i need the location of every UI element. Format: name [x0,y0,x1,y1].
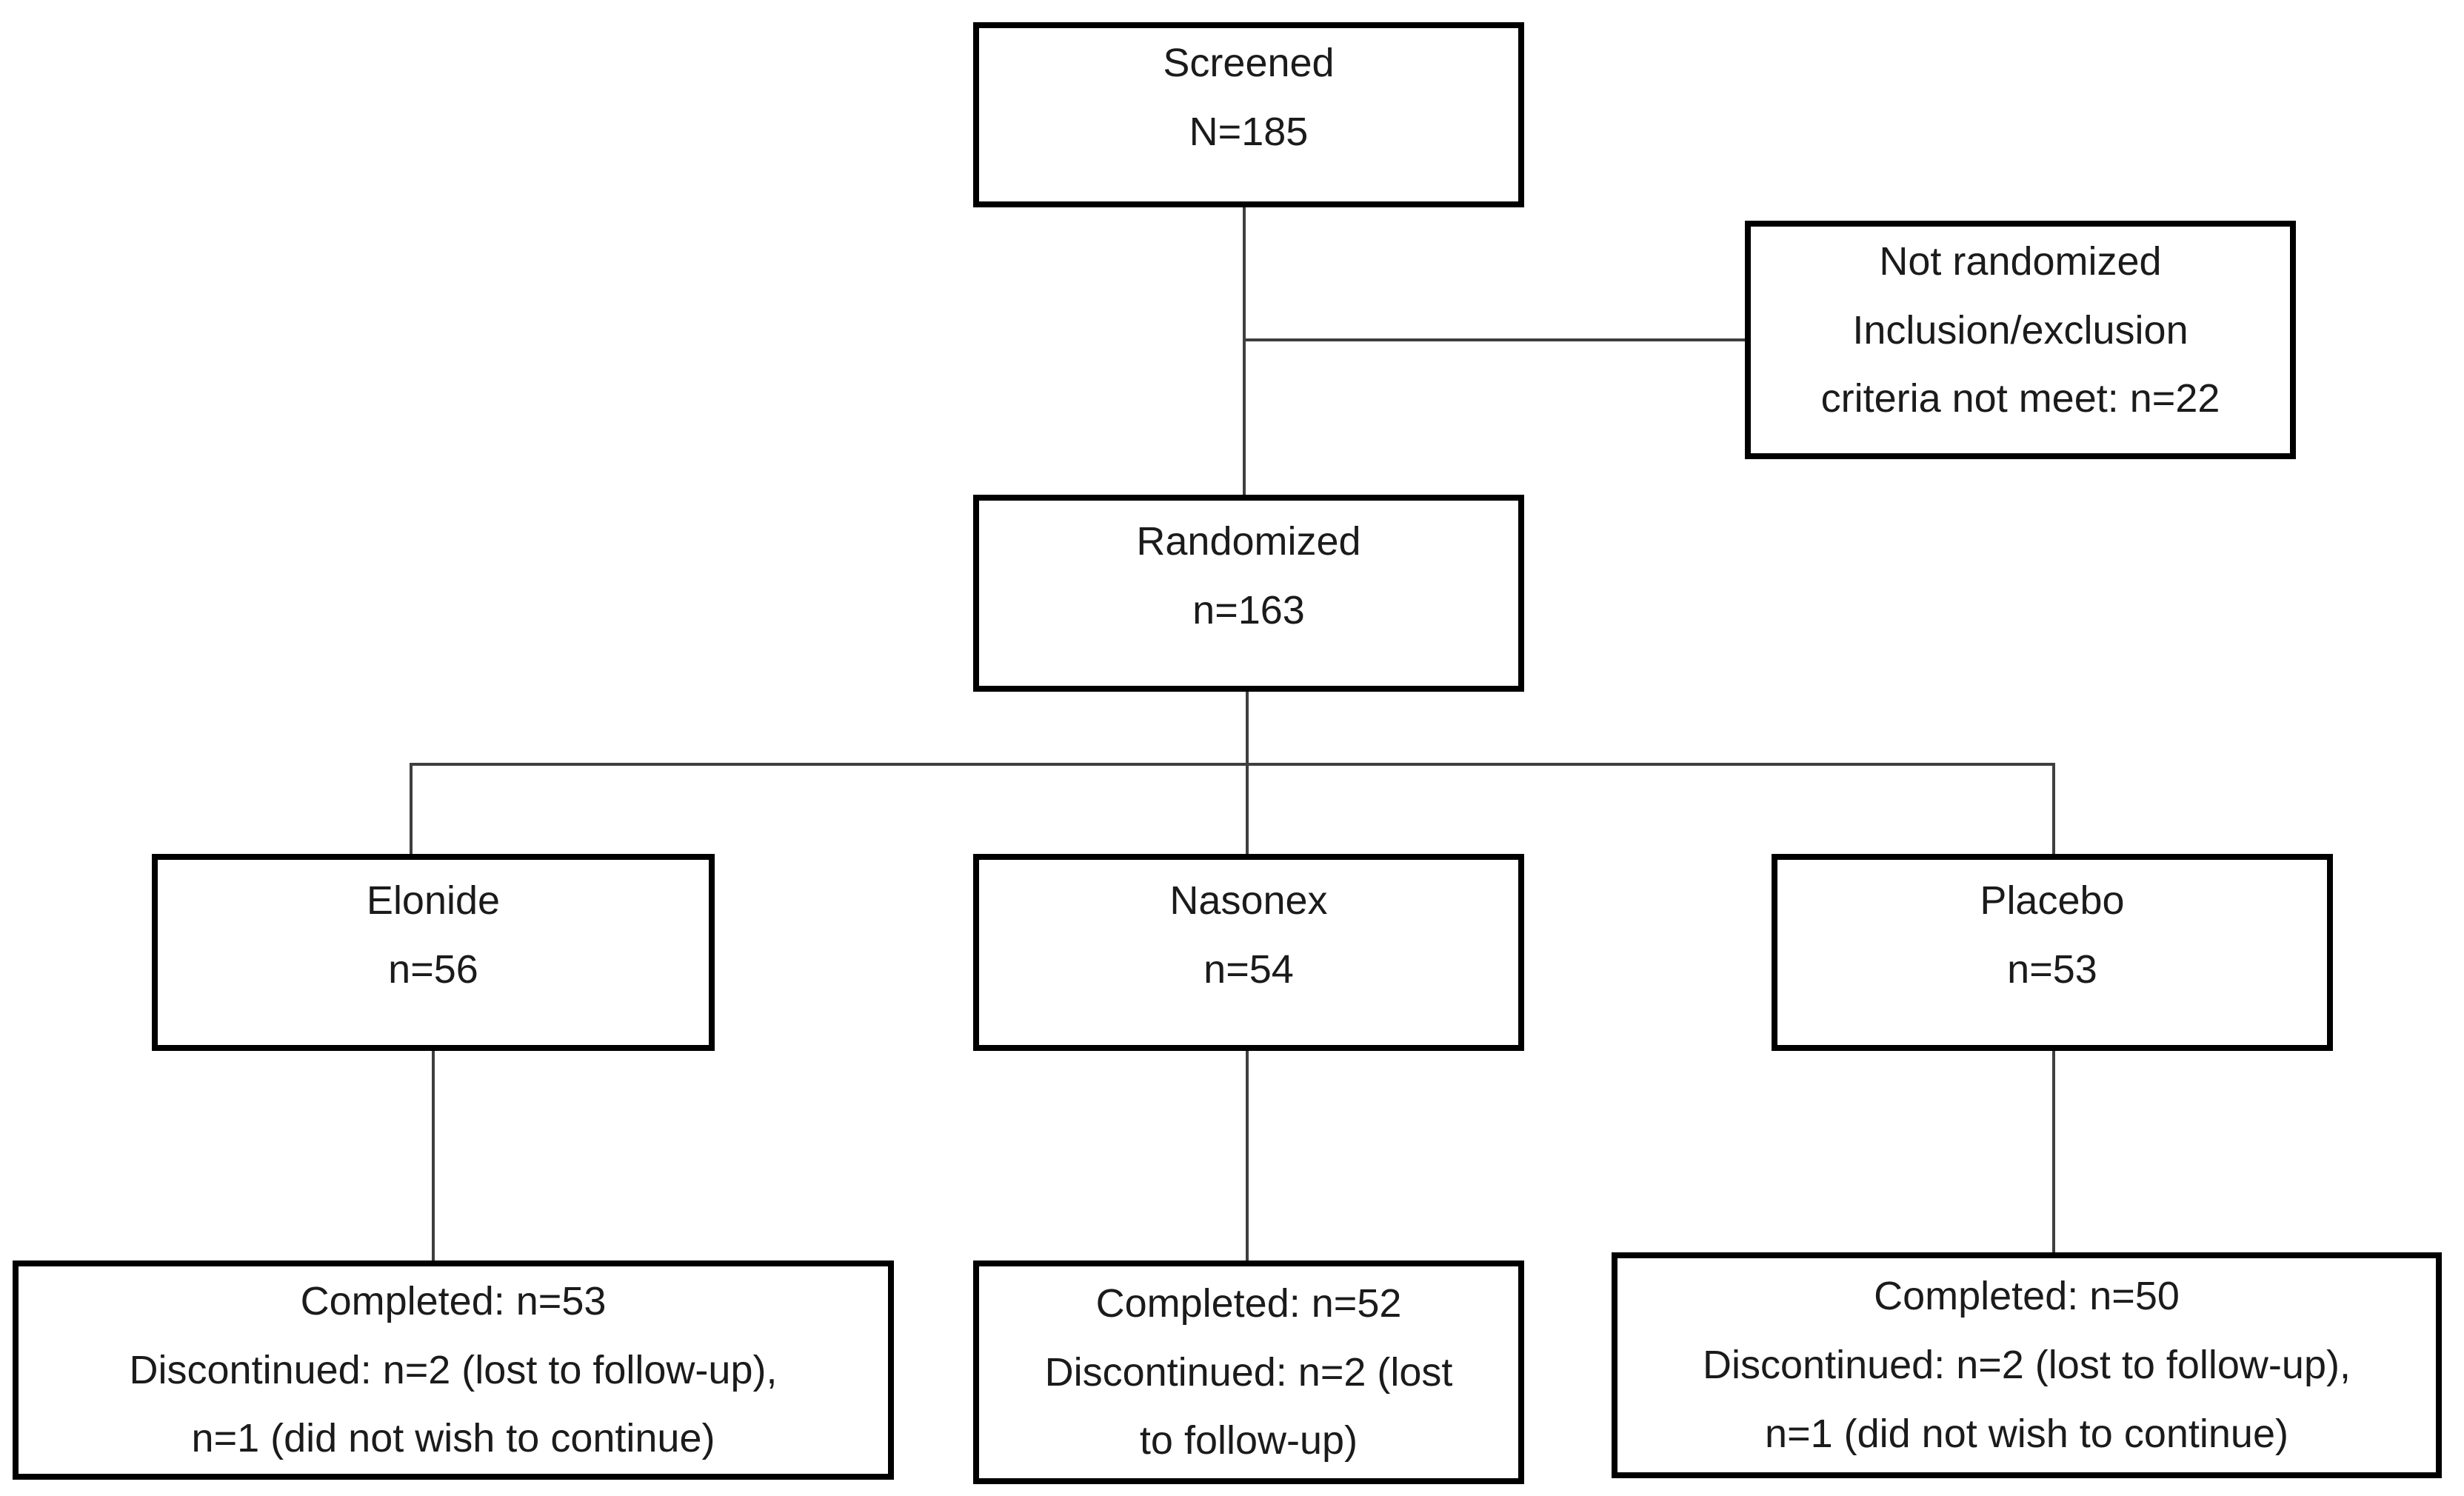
box-line: n=163 [1192,588,1305,632]
box-line: n=1 (did not wish to continue) [1765,1411,2288,1456]
box-line: criteria not meet: n=22 [1820,376,2220,421]
connector-randomized-to-branch [1246,690,1249,859]
box-line: Elonide [366,878,501,924]
box-line: Nasonex [1169,878,1328,924]
connector-screened-to-randomized [1243,206,1246,496]
outcome-placebo-box: Completed: n=50 Discontinued: n=2 (lost … [1612,1252,2442,1478]
outcome-nasonex-box: Completed: n=52 Discontinued: n=2 (lost … [973,1260,1524,1484]
not-randomized-box: Not randomized Inclusion/exclusion crite… [1745,221,2296,459]
connector-branch-horizontal [410,763,2055,766]
arm-nasonex-box: Nasonex n=54 [973,854,1524,1051]
box-line: Placebo [1980,878,2125,924]
box-line: n=1 (did not wish to continue) [191,1416,715,1461]
box-line: n=54 [1203,947,1294,992]
connector-branch-to-placebo [2052,763,2055,858]
box-line: Discontinued: n=2 (lost to follow-up), [1703,1343,2351,1388]
box-line: N=185 [1189,110,1309,154]
arm-placebo-box: Placebo n=53 [1772,854,2333,1051]
randomized-box: Randomized n=163 [973,495,1524,692]
box-line: Discontinued: n=2 (lost to follow-up), [129,1347,778,1392]
box-line: n=56 [388,947,478,992]
box-line: Inclusion/exclusion [1852,307,2188,353]
arm-elonide-box: Elonide n=56 [152,854,715,1051]
box-line: to follow-up) [1139,1418,1358,1463]
box-line: Discontinued: n=2 (lost [1044,1349,1453,1395]
box-line: Randomized [1136,519,1361,564]
box-line: n=53 [2007,947,2097,992]
connector-elonide-to-outcome [432,1048,435,1264]
connector-branch-to-elonide [410,763,413,858]
box-line: Screened [1163,41,1335,86]
box-line: Completed: n=53 [300,1278,607,1323]
connector-to-not-randomized [1243,338,1745,341]
box-line: Not randomized [1879,238,2162,284]
connector-nasonex-to-outcome [1246,1048,1249,1264]
connector-placebo-to-outcome [2052,1048,2055,1256]
box-line: Completed: n=52 [1095,1280,1402,1326]
outcome-elonide-box: Completed: n=53 Discontinued: n=2 (lost … [13,1260,894,1480]
box-line: Completed: n=50 [1874,1274,2180,1319]
screened-box: Screened N=185 [973,22,1524,207]
